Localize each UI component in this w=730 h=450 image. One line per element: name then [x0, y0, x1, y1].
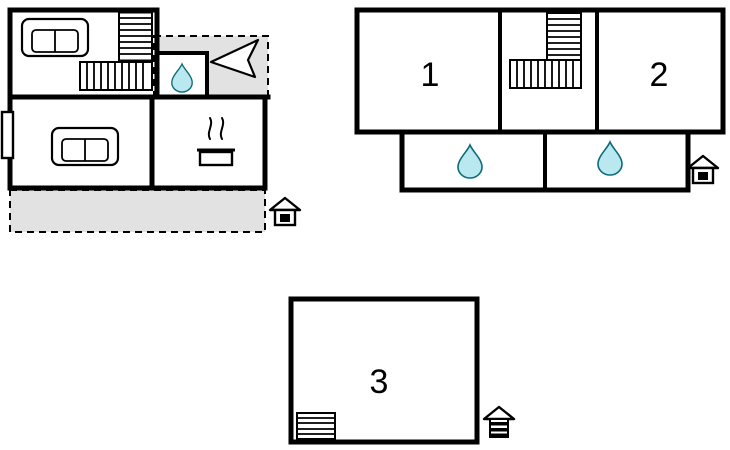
stove-icon — [197, 117, 235, 167]
stair-steps — [119, 17, 152, 55]
water-drop-icon — [457, 144, 483, 179]
stair-steps — [547, 18, 581, 56]
room-3-floor: 3 — [288, 296, 516, 445]
sofa-icon — [20, 17, 90, 58]
room-divider-walls — [498, 10, 599, 132]
entrance-house-striped-icon — [482, 405, 516, 439]
first-floor-outline — [354, 7, 726, 135]
staircase-icon — [296, 412, 336, 440]
terrace-area — [10, 190, 265, 232]
north-arrow-icon — [209, 38, 260, 79]
first-floor: 1 2 — [354, 7, 726, 193]
room-3-outline — [288, 296, 480, 445]
stair-steps — [297, 417, 335, 435]
terrace-outline — [9, 189, 266, 233]
sofa-icon — [50, 126, 120, 167]
water-drop-icon — [597, 141, 623, 176]
bathroom-walls — [155, 51, 209, 99]
entrance-house-icon — [268, 196, 302, 227]
room-3-label: 3 — [370, 363, 389, 401]
staircase-icon — [509, 12, 582, 89]
ground-floor — [0, 7, 302, 233]
staircase-icon — [79, 11, 153, 91]
room-1-label: 1 — [421, 56, 440, 94]
stair-steps — [516, 60, 574, 88]
entrance-house-icon — [686, 154, 720, 185]
steam-lines — [207, 117, 225, 140]
room-2-label: 2 — [650, 56, 669, 94]
stair-steps — [86, 62, 144, 90]
window-icon — [0, 110, 15, 160]
